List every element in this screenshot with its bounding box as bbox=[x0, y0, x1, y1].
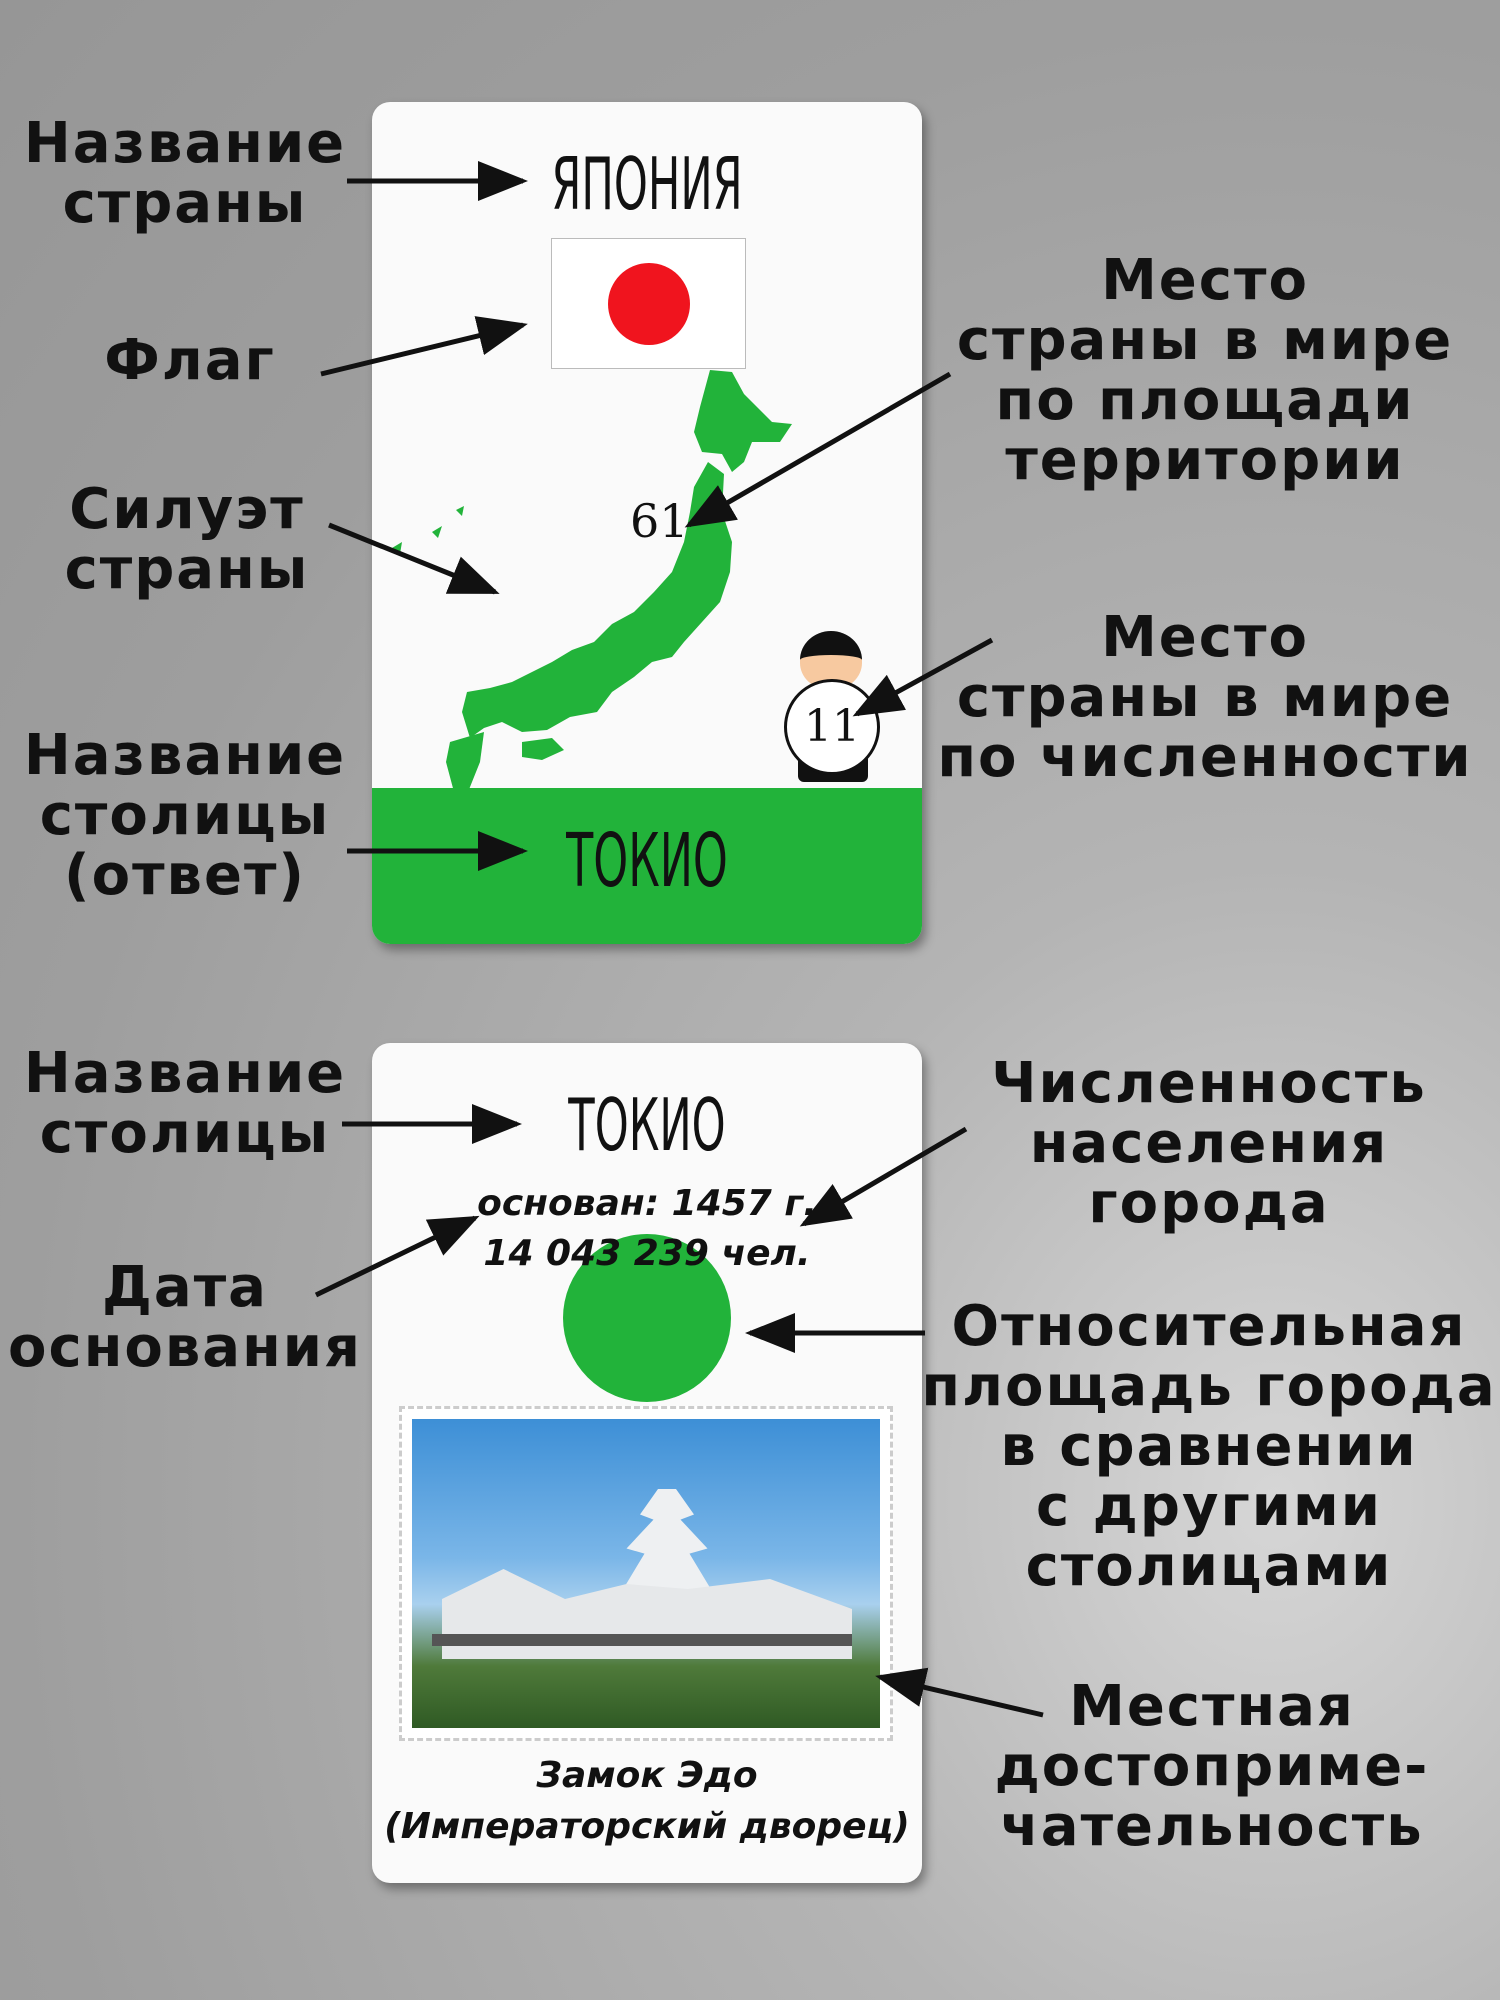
population-rank-badge: 11 bbox=[784, 679, 880, 775]
area-rank-number: 61 bbox=[630, 494, 689, 548]
landmark-photo bbox=[412, 1419, 880, 1728]
founding-date: основан: 1457 г. bbox=[477, 1183, 817, 1224]
answer-band: ТОКИО bbox=[372, 788, 922, 944]
flag-red-disc bbox=[608, 263, 690, 345]
country-card-front: ЯПОНИЯ 61 11 ТОКИО bbox=[372, 102, 922, 944]
label-flag: Флаг bbox=[104, 328, 276, 393]
capital-answer: ТОКИО bbox=[566, 818, 728, 904]
capital-name: ТОКИО bbox=[568, 1083, 726, 1167]
landmark-stamp bbox=[399, 1406, 893, 1741]
flag-japan bbox=[551, 238, 746, 369]
city-population: 14 043 239 чел. bbox=[483, 1233, 811, 1274]
landmark-name: Замок Эдо bbox=[536, 1755, 758, 1796]
landmark-subtitle: (Императорский дворец) bbox=[384, 1806, 910, 1847]
castle-shape bbox=[432, 1489, 852, 1669]
relative-area-circle bbox=[563, 1234, 731, 1402]
country-name: ЯПОНИЯ bbox=[551, 142, 743, 226]
capital-card-back: ТОКИО основан: 1457 г. 14 043 239 чел. З… bbox=[372, 1043, 922, 1883]
mascot-character: 11 bbox=[778, 631, 893, 788]
